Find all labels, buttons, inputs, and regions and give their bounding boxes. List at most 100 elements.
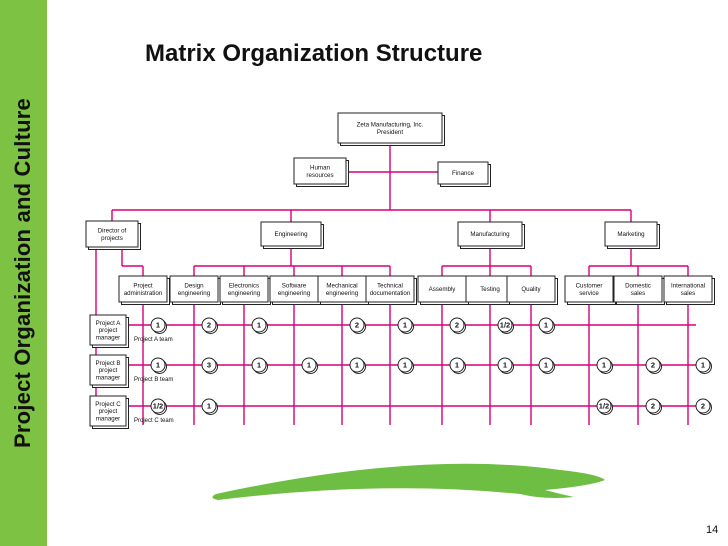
box-label: Engineering — [274, 231, 308, 238]
allocation-value: 2 — [455, 321, 459, 330]
allocation-circle: 1 — [596, 357, 613, 374]
allocation-value: 1 — [455, 361, 459, 370]
circle-frame — [497, 317, 513, 333]
circle-frame — [695, 357, 711, 373]
box-label: manager — [96, 416, 120, 423]
allocation-value: 1 — [503, 361, 507, 370]
allocation-value: 1 — [701, 361, 705, 370]
allocation-value: 1 — [403, 361, 407, 370]
box-frame — [457, 221, 523, 247]
circle-frame — [251, 317, 267, 333]
box-frame — [663, 275, 713, 303]
circle-frame — [695, 398, 711, 414]
box-label: service — [579, 290, 599, 297]
circle-frame — [301, 357, 317, 373]
allocation-value: 1 — [355, 361, 359, 370]
box-label: project — [99, 408, 118, 415]
allocation-circle: 1 — [695, 357, 712, 374]
allocation-value: 1 — [257, 361, 261, 370]
allocation-value: 2 — [651, 361, 655, 370]
page-number: 14 — [706, 524, 719, 536]
box-frame — [85, 220, 139, 248]
box-label: Mechanical — [326, 283, 357, 290]
box-frame — [169, 275, 219, 303]
allocation-circle: 2 — [349, 317, 366, 334]
box-label: Manufacturing — [470, 231, 510, 238]
box-label: Human — [310, 165, 331, 172]
president-box: Zeta Manufacturing, Inc.President — [337, 112, 445, 146]
allocation-value: 1 — [156, 321, 160, 330]
allocation-value: 1 — [544, 321, 548, 330]
circle-frame — [150, 398, 166, 414]
allocation-value: 1 — [403, 321, 407, 330]
box-label: projects — [101, 235, 123, 242]
box-frame — [417, 275, 467, 303]
director-box-marketing: Marketing — [604, 221, 660, 249]
circle-frame — [201, 398, 217, 414]
allocation-circle: 1 — [349, 357, 366, 374]
box-label: engineering — [278, 290, 311, 297]
box-label: Marketing — [617, 231, 645, 238]
box-frame — [564, 275, 614, 303]
circle-frame — [397, 317, 413, 333]
circle-frame — [349, 317, 365, 333]
circle-frame — [497, 357, 513, 373]
director-box-engineering: Engineering — [260, 221, 324, 249]
allocation-value: 1/2 — [599, 402, 609, 411]
box-frame — [219, 275, 269, 303]
box-label: Software — [282, 283, 307, 290]
box-label: administration — [124, 290, 163, 297]
box-label: Zeta Manufacturing, Inc. — [357, 122, 424, 129]
box-frame — [506, 275, 556, 303]
allocation-circle: 1 — [150, 317, 167, 334]
box-label: engineering — [326, 290, 359, 297]
box-frame — [365, 275, 415, 303]
box-label: Testing — [480, 286, 500, 293]
allocation-value: 1 — [257, 321, 261, 330]
box-label: International — [671, 283, 705, 290]
allocation-circle: 1/2 — [596, 398, 613, 415]
sidebar-band: Project Organization and Culture — [0, 0, 47, 546]
circle-frame — [449, 357, 465, 373]
box-label: sales — [681, 290, 695, 297]
box-label: Project — [133, 283, 153, 290]
box-label: engineering — [228, 290, 261, 297]
circle-frame — [449, 317, 465, 333]
allocation-circle: 1 — [497, 357, 514, 374]
allocation-value: 1/2 — [153, 402, 163, 411]
box-label: Domestic — [625, 283, 651, 290]
box-label: Electronics — [229, 283, 259, 290]
allocation-circle: 1 — [538, 357, 555, 374]
allocation-circle: 3 — [201, 357, 218, 374]
box-label: Project B — [95, 360, 120, 367]
project-team-label: Project B team — [134, 377, 173, 383]
box-frame — [613, 275, 663, 303]
box-frame — [337, 112, 443, 144]
circle-frame — [349, 357, 365, 373]
circle-frame — [596, 357, 612, 373]
allocation-value: 1 — [544, 361, 548, 370]
slide-title: Matrix Organization Structure — [145, 40, 483, 67]
box-label: sales — [631, 290, 645, 297]
allocation-value: 1 — [602, 361, 606, 370]
box-frame — [293, 157, 347, 185]
allocation-value: 1 — [207, 402, 211, 411]
project-team-label: Project C team — [134, 418, 174, 424]
allocation-circle: 1/2 — [150, 398, 167, 415]
box-frame — [89, 354, 127, 386]
staff-box-finance: Finance — [437, 161, 491, 187]
allocation-value: 1 — [307, 361, 311, 370]
circle-frame — [201, 357, 217, 373]
swoosh-green — [212, 463, 605, 500]
